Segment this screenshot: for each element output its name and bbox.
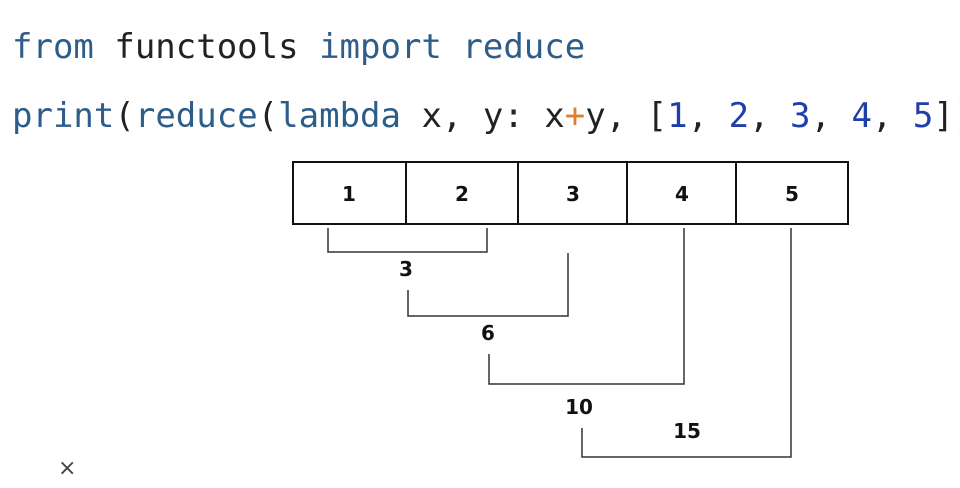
builtin-print: print	[12, 96, 115, 136]
bracket-1-2	[327, 228, 488, 253]
list-cell-4: 4	[675, 182, 689, 206]
keyword-import: import	[319, 27, 442, 67]
bracket-3-3	[407, 253, 569, 317]
paren-open: (	[257, 96, 279, 136]
paren-open: (	[114, 96, 135, 136]
list-literal-5: 5	[912, 96, 934, 136]
close-icon[interactable]: ×	[58, 456, 77, 481]
bracket-10-5	[581, 228, 792, 458]
list-cell-2: 2	[455, 182, 469, 206]
list-literal-2: 2	[728, 96, 750, 136]
list-cell-5: 5	[785, 182, 799, 206]
list-cell-1: 1	[342, 182, 356, 206]
partial-sum-15: 15	[673, 419, 701, 443]
list-literal-4: 4	[851, 96, 872, 136]
lambda-body: y, [	[585, 96, 668, 136]
partial-sum-6: 6	[481, 321, 495, 345]
bracket-6-4	[488, 228, 685, 385]
closing-brackets: ]))	[933, 96, 960, 136]
plus-operator: +	[564, 96, 586, 136]
call-reduce: reduce	[134, 96, 258, 136]
list-literal-1: 1	[667, 96, 688, 136]
list-cell-3: 3	[566, 182, 580, 206]
list-literal-3: 3	[790, 96, 811, 136]
list-sep: ,	[810, 96, 852, 136]
function-name-reduce: reduce	[462, 27, 586, 67]
partial-sum-10: 10	[565, 395, 593, 419]
list-sep: ,	[749, 96, 790, 136]
module-name: functools	[93, 27, 320, 67]
keyword-from: from	[12, 27, 94, 67]
list-sep: ,	[871, 96, 913, 136]
lambda-args: x, y: x	[400, 96, 565, 136]
code-line-print: print(reduce(lambda x, y: x+y, [1, 2, 3,…	[12, 99, 960, 133]
list-box	[292, 161, 849, 225]
partial-sum-3: 3	[399, 257, 413, 281]
code-line-import: from functools import reduce	[12, 30, 585, 64]
list-sep: ,	[687, 96, 729, 136]
keyword-lambda: lambda	[278, 96, 401, 136]
